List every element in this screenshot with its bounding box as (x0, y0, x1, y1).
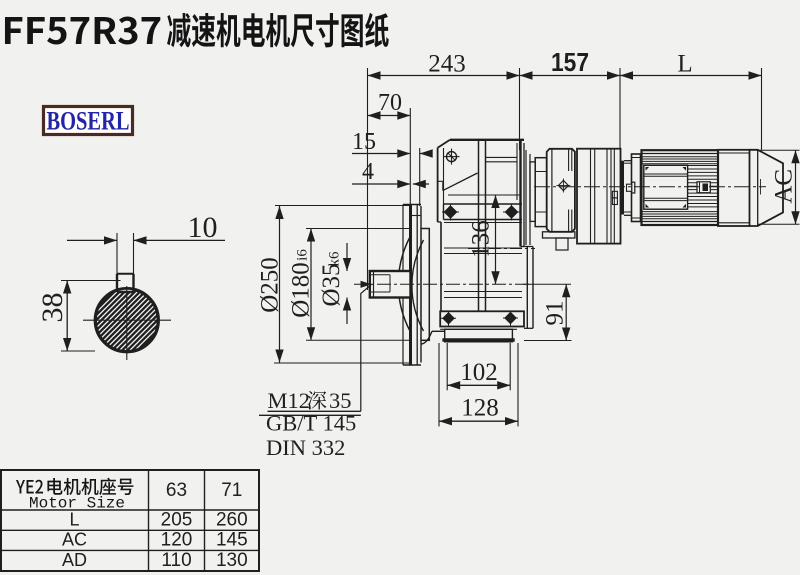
svg-text:M12: M12 (268, 388, 311, 413)
svg-text:110: 110 (161, 550, 191, 571)
svg-text:L: L (69, 510, 79, 530)
svg-text:Motor Size: Motor Size (29, 495, 125, 513)
svg-text:70: 70 (378, 90, 402, 116)
svg-text:BOSERL: BOSERL (47, 107, 130, 136)
svg-text:Ø35: Ø35 (318, 263, 345, 306)
svg-text:243: 243 (428, 51, 466, 78)
svg-text:71: 71 (221, 480, 242, 501)
svg-text:DIN 332: DIN 332 (266, 435, 345, 460)
svg-text:AC: AC (62, 530, 87, 550)
svg-text:38: 38 (36, 293, 69, 323)
svg-text:205: 205 (161, 510, 193, 531)
svg-text:91: 91 (542, 301, 569, 326)
svg-text:i6: i6 (295, 249, 311, 261)
svg-text:157: 157 (551, 47, 589, 77)
svg-text:128: 128 (461, 395, 499, 422)
svg-text:120: 120 (161, 530, 193, 551)
svg-text:63: 63 (166, 480, 187, 501)
svg-text:136: 136 (468, 220, 495, 258)
svg-text:145: 145 (216, 530, 248, 551)
svg-text:GB/T 145: GB/T 145 (266, 411, 356, 436)
svg-text:Ø180: Ø180 (288, 262, 315, 318)
svg-text:Ø250: Ø250 (257, 257, 284, 313)
svg-text:AD: AD (62, 550, 87, 570)
svg-text:260: 260 (216, 510, 248, 531)
svg-text:4: 4 (362, 159, 374, 185)
svg-text:130: 130 (216, 550, 248, 571)
svg-text:15: 15 (352, 129, 376, 155)
svg-text:35: 35 (329, 388, 352, 413)
svg-text:k6: k6 (327, 251, 343, 267)
svg-text:10: 10 (188, 211, 218, 244)
svg-text:AC: AC (771, 169, 798, 204)
svg-text:102: 102 (460, 359, 498, 386)
svg-text:L: L (677, 51, 692, 78)
